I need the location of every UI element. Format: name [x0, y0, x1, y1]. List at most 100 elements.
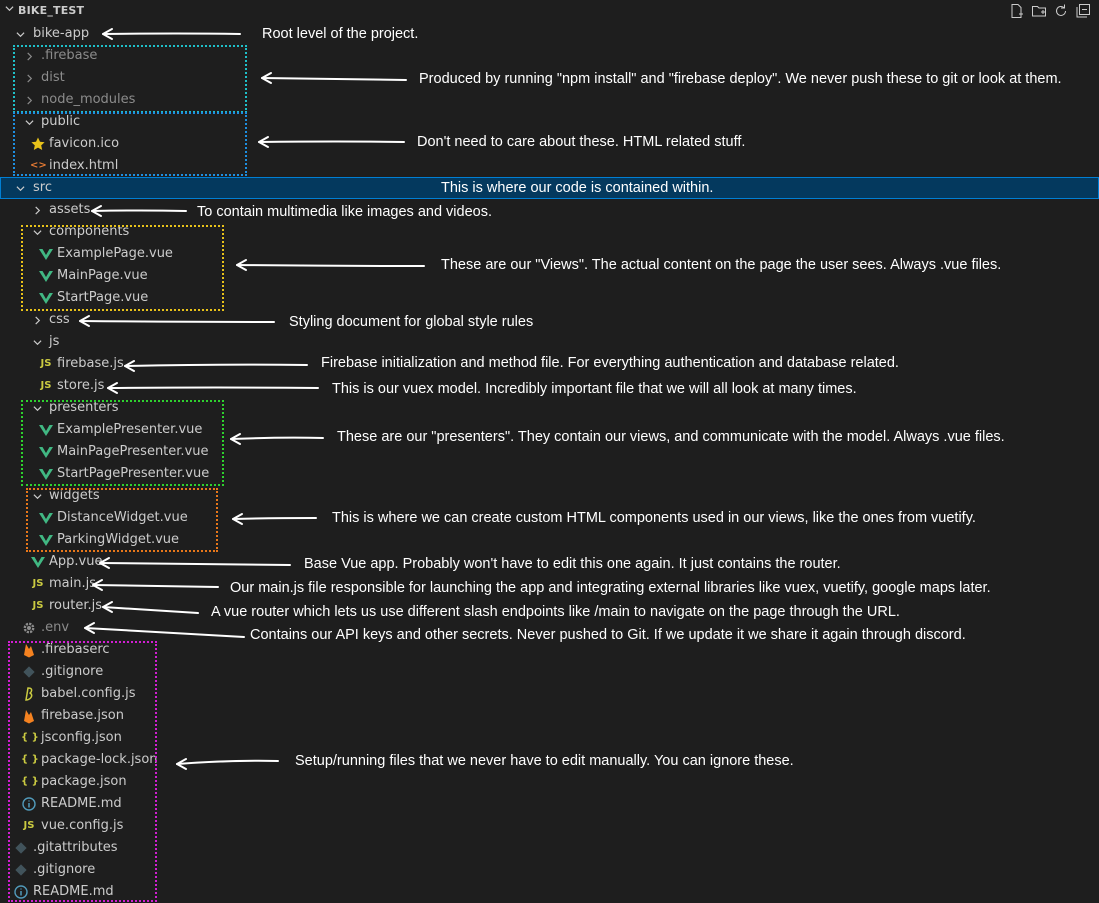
vue-icon	[39, 513, 53, 524]
chevron-down-icon[interactable]	[16, 30, 25, 39]
annotation-store-js: This is our vuex model. Incredibly impor…	[332, 381, 857, 397]
tree-folder-components[interactable]: components	[0, 221, 1099, 243]
tree-label: jsconfig.json	[41, 730, 122, 745]
tree-file-readme-inner[interactable]: README.md	[0, 793, 1099, 815]
vue-icon	[39, 293, 53, 304]
tree-file-gitignore-root[interactable]: .gitignore	[0, 859, 1099, 881]
tree-label: css	[49, 312, 70, 327]
tree-label: vue.config.js	[41, 818, 124, 833]
tree-label: .firebaserc	[41, 642, 110, 657]
tree-label: MainPage.vue	[57, 268, 148, 283]
tree-file-start-page[interactable]: StartPage.vue	[0, 287, 1099, 309]
tree-file-main-js[interactable]: JS main.js	[0, 573, 1099, 595]
tree-file-jsconfig[interactable]: { } jsconfig.json	[0, 727, 1099, 749]
annotation-generated: Produced by running "npm install" and "f…	[419, 71, 1062, 87]
tree-label: widgets	[49, 488, 100, 503]
tree-file-env[interactable]: .env	[0, 617, 1099, 639]
tree-label: src	[33, 180, 52, 195]
git-icon	[23, 666, 35, 678]
chevron-down-icon[interactable]	[25, 118, 34, 127]
annotation-css: Styling document for global style rules	[289, 314, 534, 330]
chevron-right-icon[interactable]	[25, 96, 34, 105]
chevron-down-icon[interactable]	[33, 492, 42, 501]
chevron-down-icon[interactable]	[33, 228, 42, 237]
json-icon: { }	[21, 732, 39, 743]
chevron-right-icon[interactable]	[33, 206, 42, 215]
annotation-public: Don't need to care about these. HTML rel…	[417, 134, 746, 150]
git-icon	[15, 864, 27, 876]
tree-folder-dist[interactable]: dist	[0, 67, 1099, 89]
tree-folder-public[interactable]: public	[0, 111, 1099, 133]
components-box	[21, 225, 224, 311]
tree-file-firebase-json[interactable]: firebase.json	[0, 705, 1099, 727]
tree-label: ExamplePresenter.vue	[57, 422, 203, 437]
tree-file-gitignore-inner[interactable]: .gitignore	[0, 661, 1099, 683]
annotation-src: This is where our code is contained with…	[441, 180, 714, 196]
js-icon: JS	[40, 380, 52, 391]
tree-folder-firebase[interactable]: .firebase	[0, 45, 1099, 67]
chevron-right-icon[interactable]	[25, 74, 34, 83]
annotation-main-js: Our main.js file responsible for launchi…	[230, 580, 991, 596]
tree-file-package-lock[interactable]: { } package-lock.json	[0, 749, 1099, 771]
tree-label: .gitattributes	[33, 840, 118, 855]
tree-file-index-html[interactable]: <> index.html	[0, 155, 1099, 177]
chevron-down-icon[interactable]	[5, 4, 14, 13]
chevron-right-icon[interactable]	[25, 52, 34, 61]
refresh-icon[interactable]	[1053, 3, 1069, 19]
chevron-down-icon[interactable]	[16, 184, 25, 193]
tree-file-store-js[interactable]: JS store.js	[0, 375, 1099, 397]
tree-file-gitattributes[interactable]: .gitattributes	[0, 837, 1099, 859]
tree-file-router-js[interactable]: JS router.js	[0, 595, 1099, 617]
tree-label: DistanceWidget.vue	[57, 510, 188, 525]
gear-icon	[23, 622, 35, 634]
vue-icon	[39, 249, 53, 260]
tree-folder-presenters[interactable]: presenters	[0, 397, 1099, 419]
tree-file-example-page[interactable]: ExamplePage.vue	[0, 243, 1099, 265]
tree-label: .gitignore	[33, 862, 96, 877]
tree-folder-bike-app[interactable]: bike-app	[0, 23, 1099, 45]
js-icon: JS	[32, 600, 44, 611]
tree-label: store.js	[57, 378, 105, 393]
new-folder-icon[interactable]	[1031, 3, 1047, 19]
js-icon: JS	[23, 820, 35, 831]
tree-file-favicon[interactable]: favicon.ico	[0, 133, 1099, 155]
chevron-down-icon[interactable]	[33, 338, 42, 347]
tree-file-firebase-js[interactable]: JS firebase.js	[0, 353, 1099, 375]
tree-file-vue-config[interactable]: JS vue.config.js	[0, 815, 1099, 837]
vue-icon	[39, 469, 53, 480]
tree-file-distance-widget[interactable]: DistanceWidget.vue	[0, 507, 1099, 529]
tree-file-main-page-presenter[interactable]: MainPagePresenter.vue	[0, 441, 1099, 463]
js-icon: JS	[40, 358, 52, 369]
tree-label: babel.config.js	[41, 686, 136, 701]
tree-folder-src[interactable]: src	[0, 177, 1099, 199]
tree-file-package-json[interactable]: { } package.json	[0, 771, 1099, 793]
tree-label: firebase.json	[41, 708, 124, 723]
tree-label: ParkingWidget.vue	[57, 532, 180, 547]
annotation-root: Root level of the project.	[262, 26, 419, 42]
tree-file-babel-config[interactable]: babel.config.js	[0, 683, 1099, 705]
tree-label: firebase.js	[57, 356, 124, 371]
tree-label: bike-app	[33, 26, 90, 41]
tree-label: js	[49, 334, 60, 349]
annotation-app-vue: Base Vue app. Probably won't have to edi…	[304, 556, 841, 572]
tree-file-start-page-presenter[interactable]: StartPagePresenter.vue	[0, 463, 1099, 485]
tree-file-firebaserc[interactable]: .firebaserc	[0, 639, 1099, 661]
tree-file-app-vue[interactable]: App.vue	[0, 551, 1099, 573]
tree-label: assets	[49, 202, 91, 217]
tree-file-readme-root[interactable]: README.md	[0, 881, 1099, 903]
tree-label: StartPagePresenter.vue	[57, 466, 210, 481]
tree-file-parking-widget[interactable]: ParkingWidget.vue	[0, 529, 1099, 551]
tree-folder-assets[interactable]: assets	[0, 199, 1099, 221]
tree-folder-widgets[interactable]: widgets	[0, 485, 1099, 507]
tree-file-example-presenter[interactable]: ExamplePresenter.vue	[0, 419, 1099, 441]
explorer-header: BIKE_TEST	[0, 0, 1099, 22]
tree-folder-js[interactable]: js	[0, 331, 1099, 353]
tree-file-main-page[interactable]: MainPage.vue	[0, 265, 1099, 287]
new-file-icon[interactable]	[1009, 3, 1025, 19]
tree-folder-css[interactable]: css	[0, 309, 1099, 331]
tree-folder-node-modules[interactable]: node_modules	[0, 89, 1099, 111]
chevron-down-icon[interactable]	[33, 404, 42, 413]
collapse-all-icon[interactable]	[1075, 3, 1091, 19]
chevron-right-icon[interactable]	[33, 316, 42, 325]
firebase-icon	[24, 710, 34, 724]
